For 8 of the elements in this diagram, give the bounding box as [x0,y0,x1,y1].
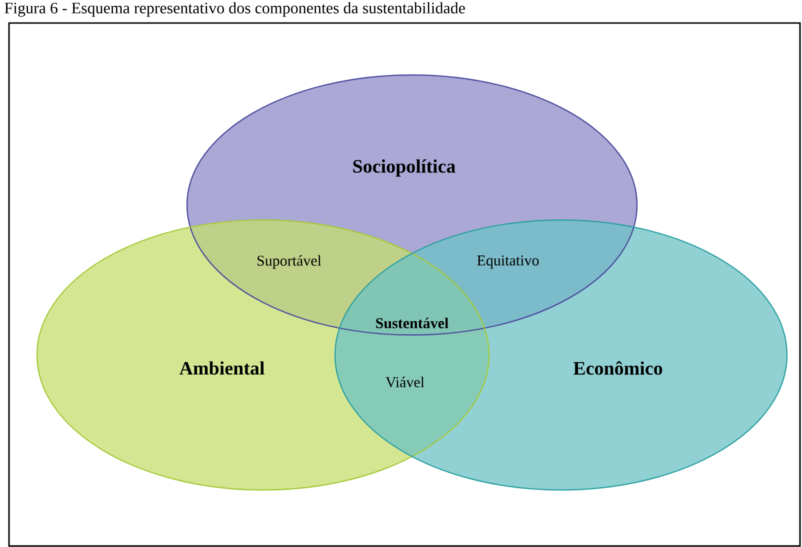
ellipse-label: Ambiental [179,361,264,375]
ellipse-label: Econômico [573,361,662,375]
overlap-label: Equitativo [477,255,539,269]
overlap-label: Viável [386,376,424,388]
ellipse-label: Sociopolítica [353,159,456,177]
overlap-label: Sustentável [376,318,448,328]
figure-title: Figura 6 - Esquema representativo dos componentes da sustentabilidade [4,2,465,17]
overlap-label: Suportável [258,255,322,269]
